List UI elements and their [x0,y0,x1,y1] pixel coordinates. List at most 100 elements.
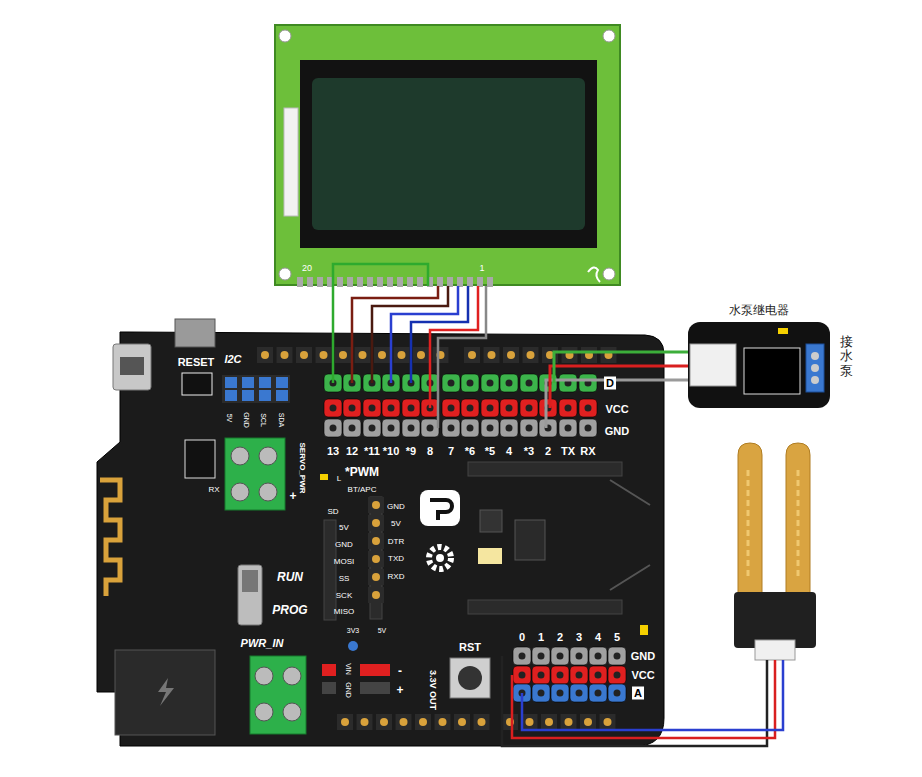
header-socket [378,351,386,359]
header-socket [507,351,515,359]
vcc-pin [442,399,460,417]
header-socket [372,555,380,563]
analog-pin [576,690,583,697]
digital-pin [579,374,597,392]
pin-label: GND [631,651,655,662]
header-socket [341,718,349,726]
header-socket [526,718,534,726]
relay-body [744,348,800,394]
gnd-pin [570,647,588,665]
header-socket [561,714,577,730]
pin-label: 3 [576,632,582,643]
gnd-pin [324,419,342,437]
sd-header [324,520,336,620]
pin-label: 12 [346,446,358,457]
vcc-pin [551,666,569,684]
header-socket [361,718,369,726]
gnd-pin [538,653,545,660]
digital-pin [448,380,455,387]
mount-hole [279,30,291,42]
header-socket [335,347,351,363]
gnd-pin [402,419,420,437]
crystal [478,548,502,564]
analog-pin [608,684,626,702]
probe-trace [748,470,798,580]
usb-port [113,344,151,390]
vcc-pin [589,666,607,684]
header-socket [527,351,535,359]
gnd-pin [442,419,460,437]
pin-label: RXD [388,573,405,581]
gnd-pin [579,419,597,437]
vcc-pin [538,672,545,679]
pin-label: L [337,475,341,483]
header-socket [357,714,373,730]
pin-label: RX [208,486,219,494]
header-socket [376,714,392,730]
gnd-pin [589,647,607,665]
header-socket [339,351,347,359]
wire [554,352,690,383]
pin-label: SD [327,508,338,516]
vcc-pin [343,399,361,417]
header-socket [458,718,466,726]
power-terminal [250,656,306,734]
analog-pin [595,690,602,697]
header-socket [368,587,384,603]
digital-pin [461,374,479,392]
pin-label: 5V [226,414,233,423]
pin-label: SCL [260,413,267,427]
xbee-header [468,600,622,614]
gear-icon [436,554,444,562]
gnd-pin [349,425,356,432]
lcd-pin [397,277,403,287]
header-socket [413,347,429,363]
analog-pin [538,690,545,697]
screw [259,447,277,465]
gnd-pin [557,653,564,660]
screw [255,667,273,685]
pin-label: 3.3V OUT [428,670,437,710]
i2c-pin [242,390,254,401]
header-socket [503,347,519,363]
vcc-pin [487,405,494,412]
header-socket [394,347,410,363]
header-socket [368,569,384,585]
pin-label: SCK [336,592,352,600]
pin-label: SS [339,575,350,583]
gnd-pin [388,425,395,432]
lcd-pin [477,277,483,287]
sensor-probe [738,443,762,595]
lcd-pin [467,277,473,287]
pin-label: - [398,665,402,677]
sensor-connector [755,640,795,660]
pin-label: 5 [614,632,620,643]
gnd-pin [500,419,518,437]
wire [502,656,767,746]
vcc-pin [513,666,531,684]
header-socket [433,347,449,363]
gnd-pin [551,647,569,665]
pin-label: RX [580,446,595,457]
header-socket [261,351,269,359]
header-socket [368,533,384,549]
wire [546,380,690,428]
pin-label: 1 [479,264,484,273]
header-socket [257,347,273,363]
vcc-pin [595,672,602,679]
pin-label: TX [561,446,575,457]
lcd-pin [387,277,393,287]
pin-label: 5V [391,520,401,528]
vcc-pin [324,399,342,417]
pin-label: PROG [272,604,307,616]
dc-jack [158,678,174,706]
pin-label: *10 [383,446,400,457]
run-switch [242,570,258,592]
header-socket [464,347,480,363]
mount-hole [603,268,615,280]
screw [231,447,249,465]
digital-pin [559,374,577,392]
gnd-pin [608,647,626,665]
pin-label: A [632,687,644,700]
